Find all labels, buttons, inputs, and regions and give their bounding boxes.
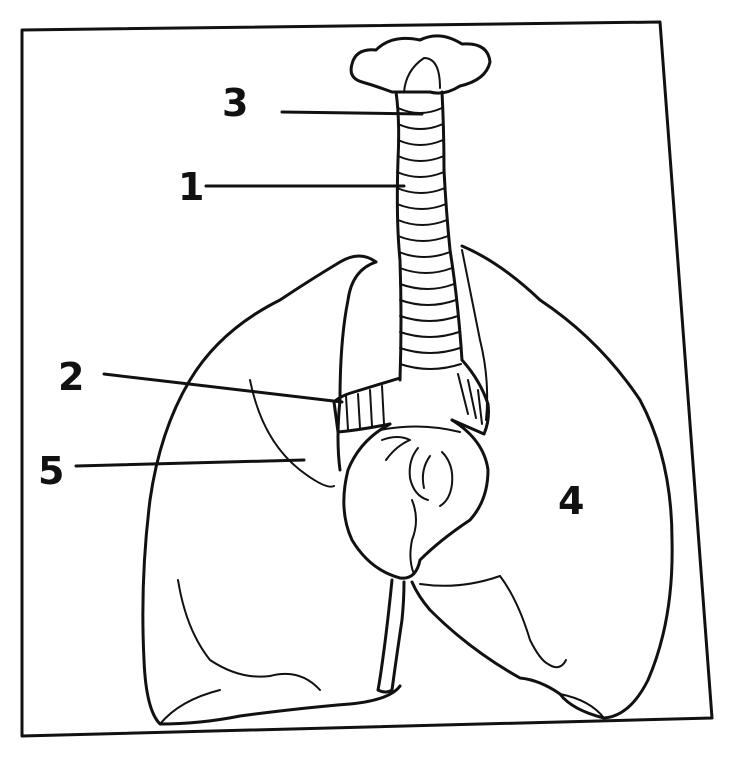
frame-border: [22, 22, 712, 736]
label-3: 3: [222, 81, 248, 125]
heart: [344, 420, 488, 578]
trachea-rings: [397, 108, 461, 369]
leader-5: [76, 460, 304, 466]
label-1: 1: [178, 165, 204, 209]
leader-2: [104, 374, 342, 402]
larynx: [351, 36, 490, 93]
lower-tube: [378, 580, 404, 692]
label-2: 2: [58, 355, 84, 399]
label-4: 4: [558, 479, 584, 523]
leader-3: [282, 112, 422, 114]
right-lung: [412, 246, 672, 718]
left-lung: [143, 256, 400, 724]
label-5: 5: [38, 449, 64, 493]
